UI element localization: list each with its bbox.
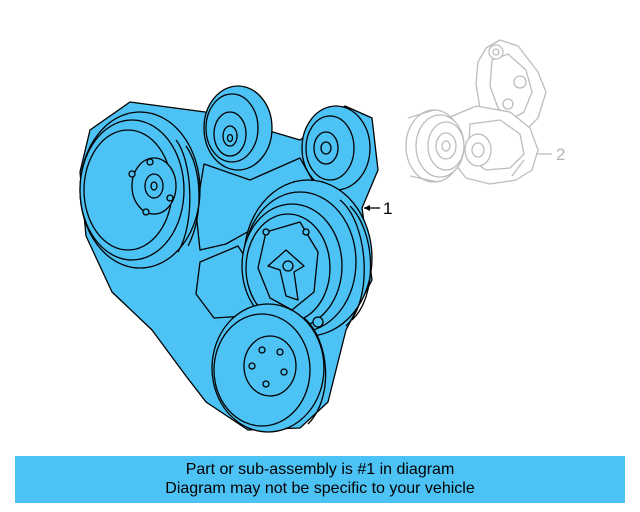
belt-tensioner-ghost: [405, 39, 547, 185]
diagram-canvas: [79, 39, 552, 433]
info-banner: Part or sub-assembly is #1 in diagram Di…: [15, 456, 625, 503]
serpentine-belt-highlight: [79, 85, 379, 433]
banner-line-part: Part or sub-assembly is #1 in diagram: [185, 461, 455, 478]
banner-line-disclaimer: Diagram may not be specific to your vehi…: [165, 480, 475, 497]
callout-1-label: 1: [383, 199, 393, 218]
callout-1-arrow: [364, 205, 370, 211]
callout-2-label: 2: [556, 145, 566, 164]
parts-diagram: 1 2: [79, 39, 566, 433]
